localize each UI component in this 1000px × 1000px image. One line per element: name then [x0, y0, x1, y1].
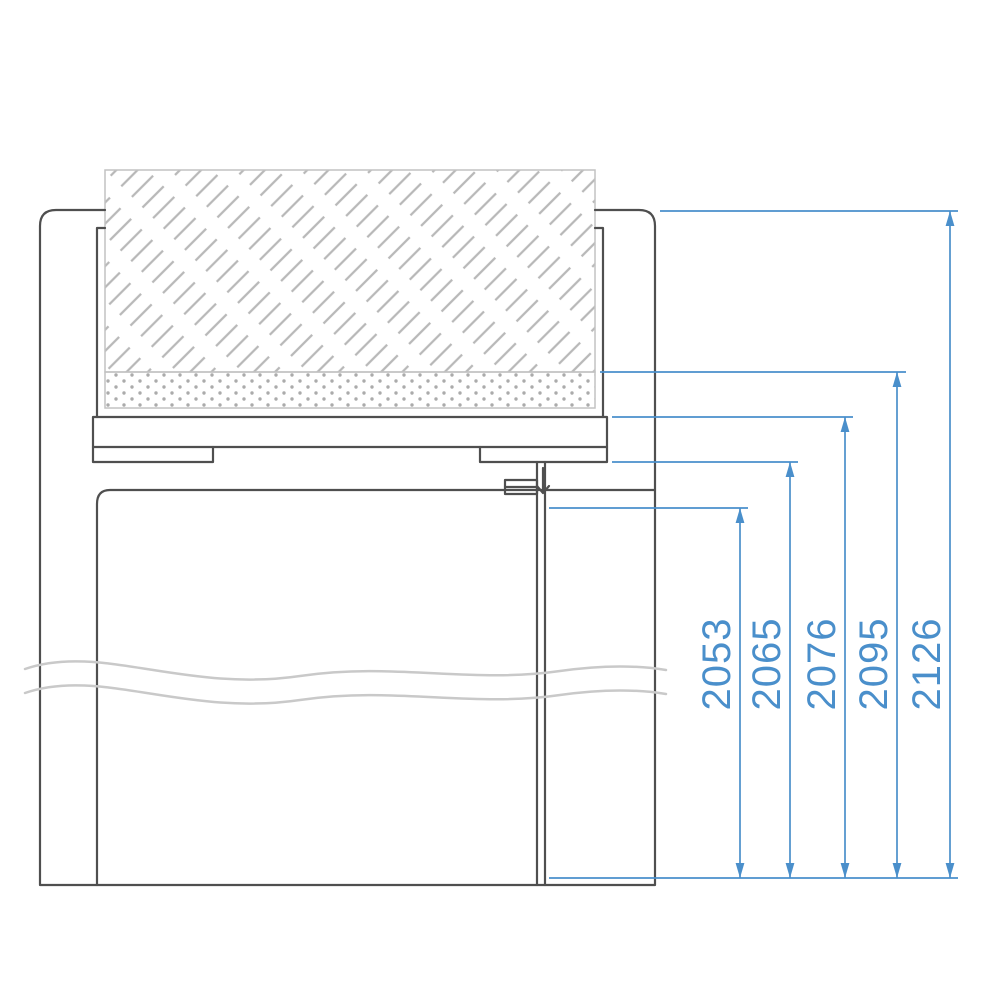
arrowhead-down-2053: [735, 863, 745, 878]
break-line-lower: [23, 684, 668, 705]
masonry-section: [104, 169, 596, 409]
left-jamb-inner-edge: [95, 226, 107, 419]
dimension-lines: [549, 210, 958, 879]
break-line-upper: [23, 660, 668, 681]
leaf-top-edge: [95, 488, 657, 887]
right-jamb-inner-edge: [593, 226, 605, 419]
insulation-dotted-band: [104, 371, 596, 409]
outer-frame-contour: [38, 208, 657, 887]
arrowhead-down-2126: [945, 863, 955, 878]
head-lip-right: [478, 445, 609, 464]
dim-label-2126: 2126: [905, 618, 949, 711]
arrowhead-up-2126: [945, 211, 955, 226]
break-lines: [23, 660, 668, 705]
dim-label-2053: 2053: [695, 618, 739, 711]
dimension-arrows-and-labels: 2053 2065 2076 2095 2126: [695, 211, 955, 878]
arrowhead-up-2065: [785, 462, 795, 477]
arrowhead-down-2095: [892, 863, 902, 878]
latch-arrow-icon: [535, 466, 551, 495]
arrowhead-up-2095: [892, 372, 902, 387]
latch-detail: [503, 466, 551, 496]
head-lip-left: [91, 445, 215, 464]
arrowhead-down-2076: [840, 863, 850, 878]
arrowhead-up-2053: [735, 508, 745, 523]
dim-label-2095: 2095: [852, 618, 896, 711]
arrowhead-up-2076: [840, 417, 850, 432]
dim-label-2065: 2065: [745, 618, 789, 711]
dimension-annotations: 2053 2065 2076 2095 2126: [549, 210, 958, 879]
masonry-hatch-block: [104, 169, 596, 373]
dim-label-2076: 2076: [800, 618, 844, 711]
arrowhead-down-2065: [785, 863, 795, 878]
